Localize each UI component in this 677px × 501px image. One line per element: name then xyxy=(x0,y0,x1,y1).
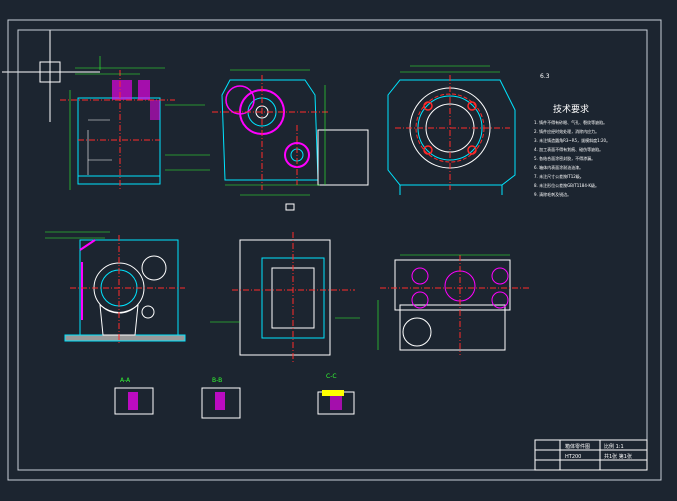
title-block-scale: 比例 1:1 xyxy=(604,443,624,450)
view-section-top-left[interactable] xyxy=(60,56,210,190)
crosshair-cursor xyxy=(2,30,100,122)
view-side-top-right[interactable] xyxy=(387,65,516,195)
tech-requirements-title: 技术要求 xyxy=(553,103,589,115)
title-block-part-name: 箱体零件图 xyxy=(565,443,590,450)
tech-note: 8. 未注形位公差按GB/T1184-K级。 xyxy=(534,182,599,188)
tech-note: 9. 清除毛刺及锐边。 xyxy=(534,191,571,197)
tech-note: 2. 铸件应经时效处理，消除内应力。 xyxy=(534,128,599,134)
svg-text:C-C: C-C xyxy=(326,373,337,380)
detail-section-c[interactable]: C-C xyxy=(317,373,355,415)
drawing-border xyxy=(7,19,662,481)
roughness-symbol: 6.3 xyxy=(540,73,550,80)
technical-requirements: 6.3 技术要求 1. 铸件不得有砂眼、气孔、裂纹等缺陷。 2. 铸件应经时效处理… xyxy=(534,73,610,197)
tech-note: 6. 箱体内表面涂耐油油漆。 xyxy=(534,164,583,170)
title-block[interactable]: 箱体零件图 比例 1:1 共1张 第1张 HT200 xyxy=(534,439,648,471)
svg-text:B-B: B-B xyxy=(212,377,222,384)
view-center-bottom[interactable] xyxy=(210,232,360,362)
view-section-lower-left[interactable] xyxy=(45,231,186,345)
tech-note: 3. 未注铸造圆角R3~R5，拔模斜度1:20。 xyxy=(534,137,610,143)
tech-note: 1. 铸件不得有砂眼、气孔、裂纹等缺陷。 xyxy=(534,119,607,125)
tech-note: 7. 未注尺寸公差按IT12级。 xyxy=(534,173,584,179)
tech-note: 4. 加工表面不得有划痕、碰伤等缺陷。 xyxy=(534,146,603,152)
view-bottom-right[interactable] xyxy=(377,254,530,355)
title-block-material: HT200 xyxy=(565,454,581,460)
tech-note: 5. 各结合面涂密封胶，不得渗漏。 xyxy=(534,155,595,161)
svg-text:A-A: A-A xyxy=(120,377,131,384)
tech-notes-list: 1. 铸件不得有砂眼、气孔、裂纹等缺陷。 2. 铸件应经时效处理，消除内应力。 3.… xyxy=(534,119,610,197)
title-block-sheet: 共1张 第1张 xyxy=(604,453,632,460)
detail-section-b[interactable]: B-B xyxy=(201,377,241,419)
detail-section-a[interactable]: A-A xyxy=(114,377,154,415)
view-front-main[interactable] xyxy=(212,69,369,211)
